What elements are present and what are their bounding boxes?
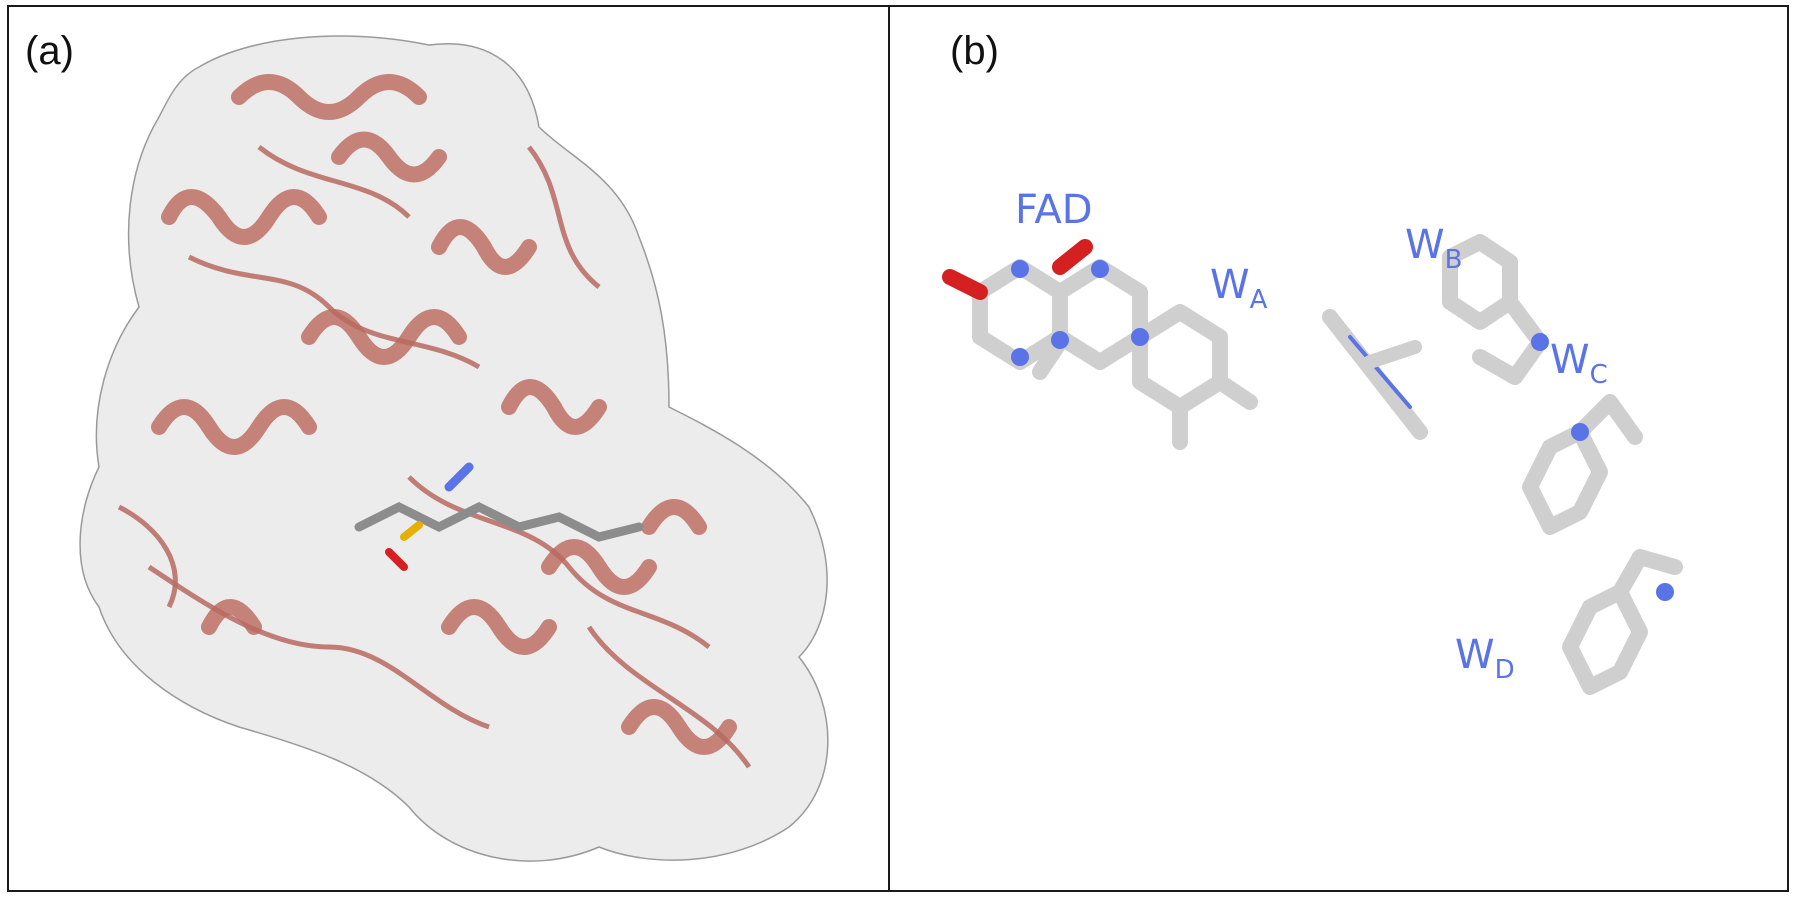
panel-b: (b) FAD WA WB WC WD — [890, 7, 1787, 890]
wb-label: WB — [1405, 222, 1463, 275]
wa-molecule — [1322, 309, 1428, 440]
figure: (a) — [7, 5, 1789, 892]
fad-molecule — [942, 239, 1258, 450]
protein-structure-image — [79, 35, 829, 862]
panel-a: (a) — [9, 7, 890, 890]
wa-label: WA — [1210, 262, 1268, 315]
wc-label: WC — [1550, 337, 1608, 390]
wc-molecule — [1522, 394, 1643, 535]
protein-surface — [79, 35, 829, 862]
wd-molecule — [1562, 549, 1683, 695]
wb-molecule — [1442, 234, 1549, 385]
panel-label-a: (a) — [25, 29, 74, 73]
wd-label: WD — [1455, 632, 1515, 685]
panel-label-b: (b) — [950, 29, 999, 73]
fad-label: FAD — [1015, 187, 1093, 233]
molecule-sticks-image — [942, 234, 1683, 695]
protein-ribbon — [151, 74, 737, 755]
ligand-sticks — [354, 462, 644, 571]
protein-loops — [117, 145, 752, 769]
